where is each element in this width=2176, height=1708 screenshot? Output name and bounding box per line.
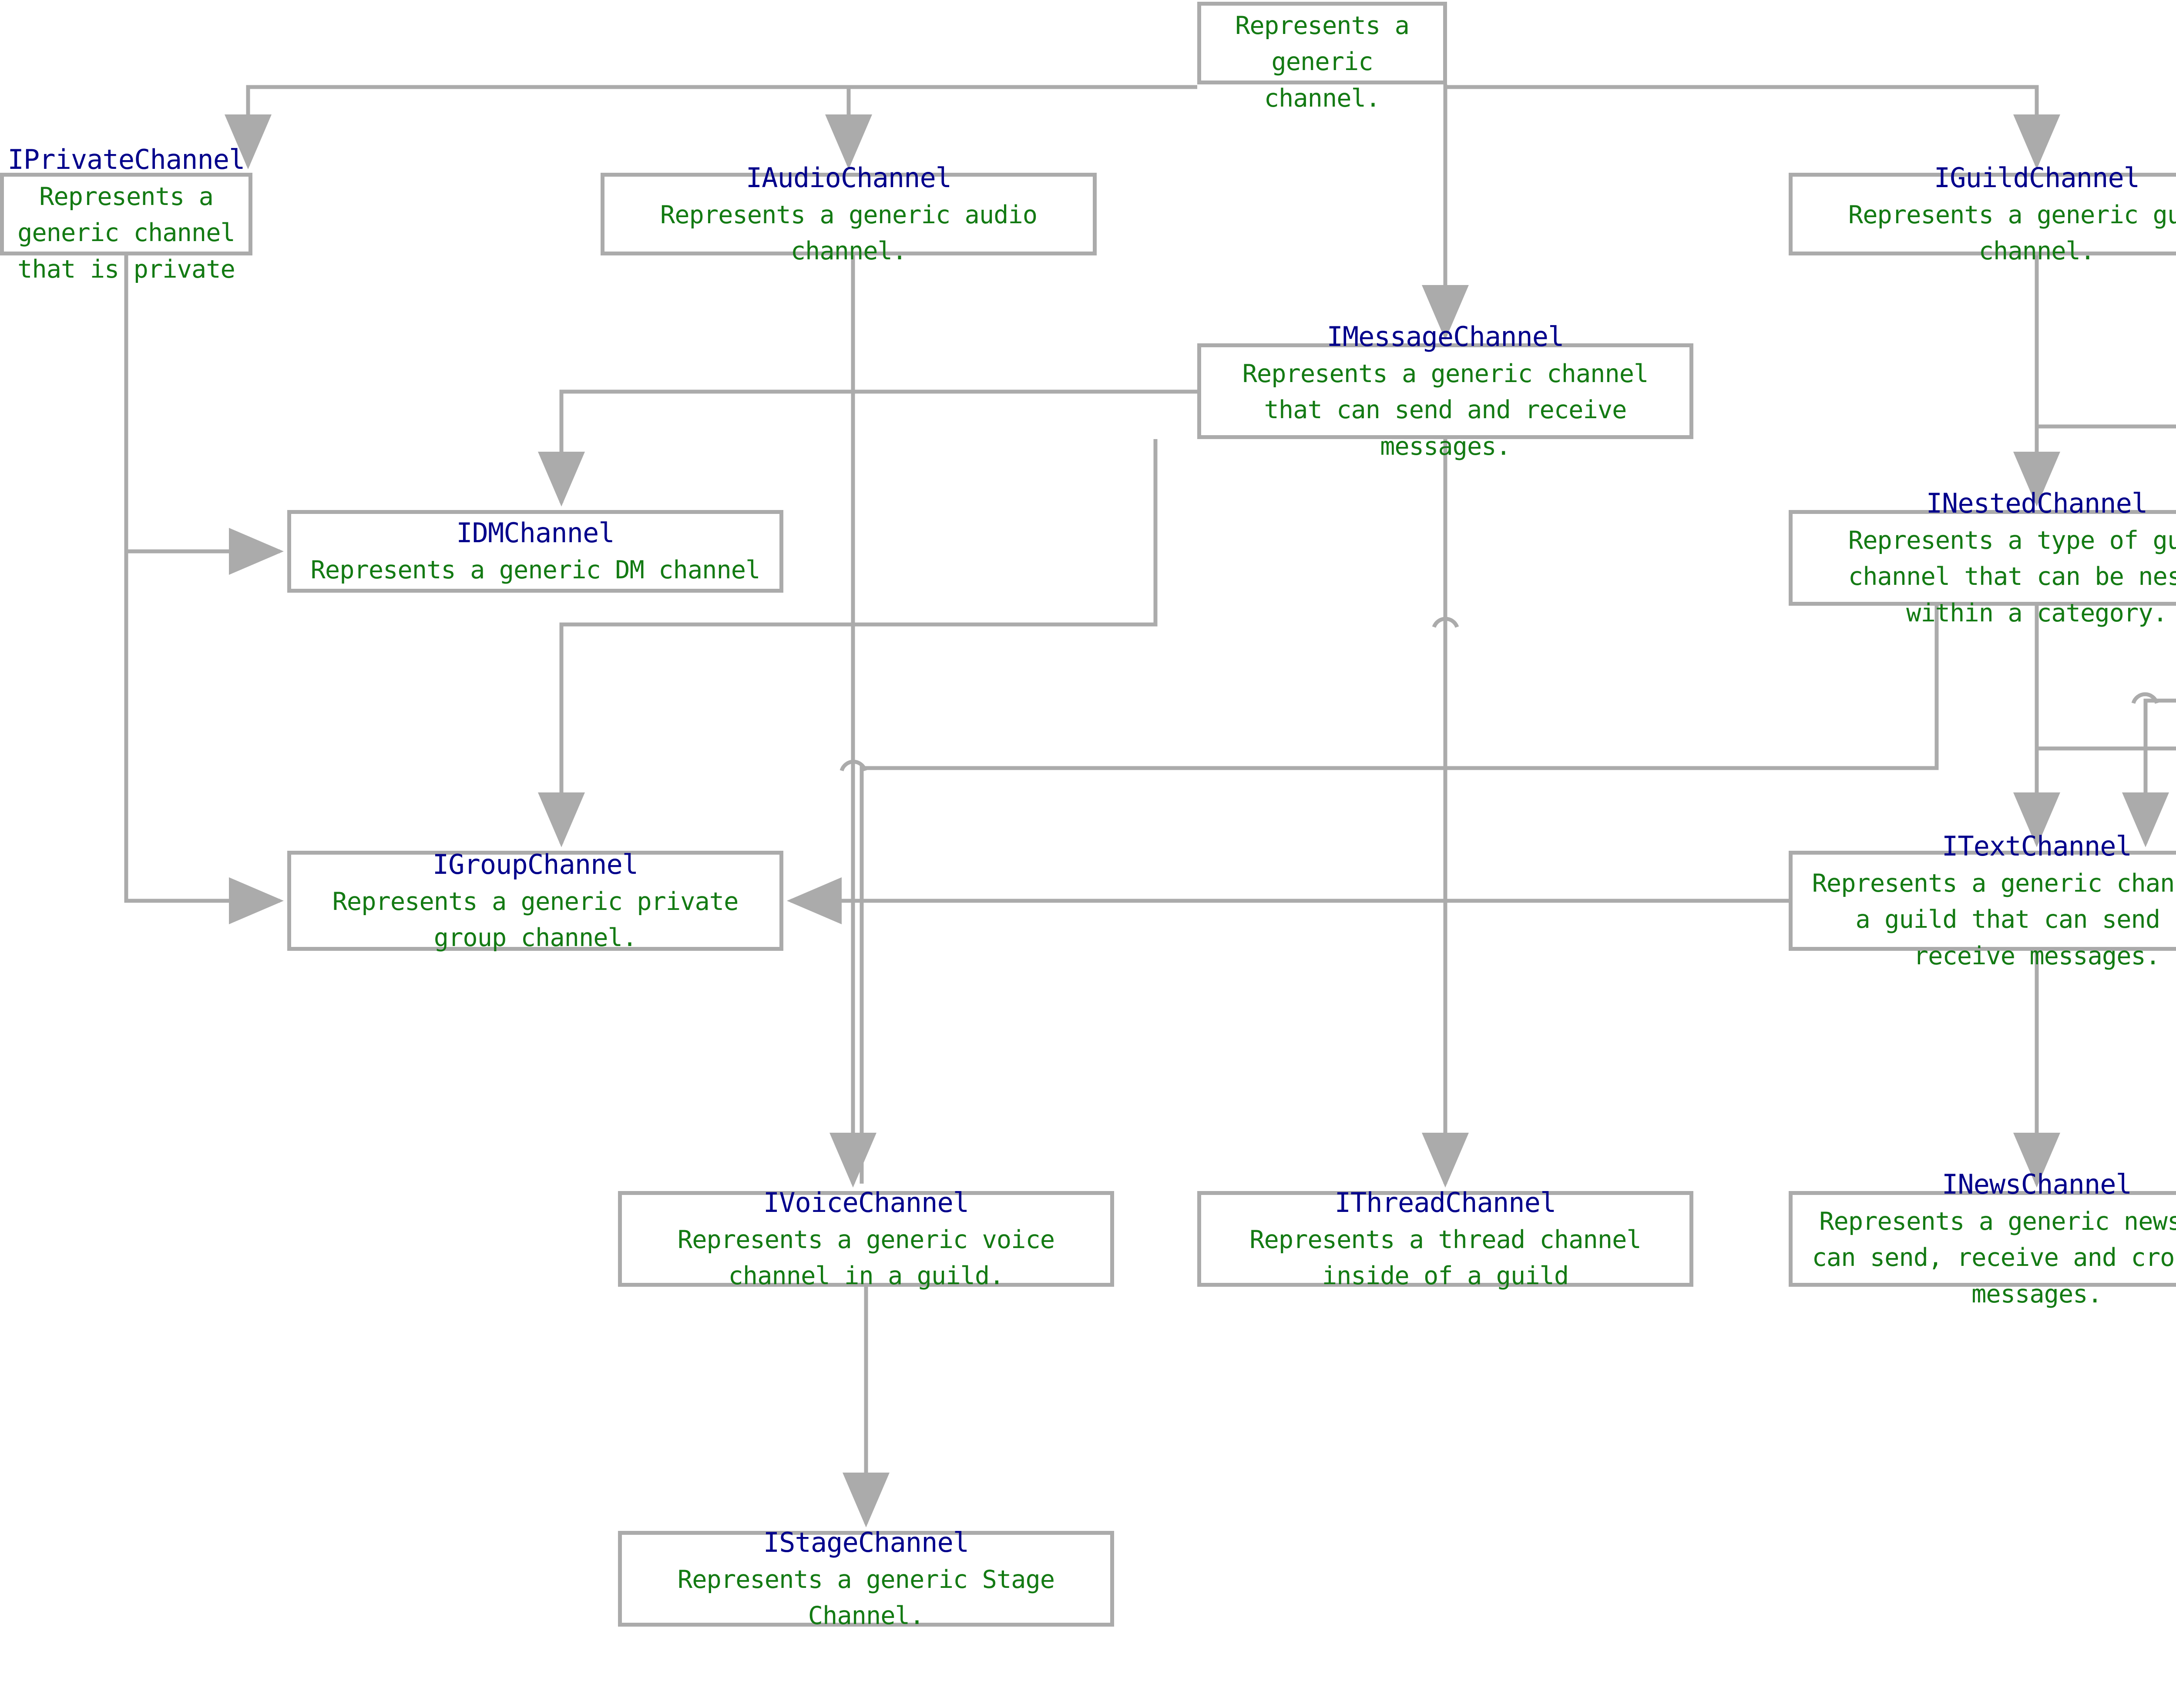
hop-icon-4 <box>840 759 867 772</box>
node-description: Represents a generic news that can send,… <box>1812 1207 2176 1309</box>
node-description: Represents a generic private group chann… <box>332 887 739 953</box>
node-iguildchannel[interactable]: IGuildChannel Represents a generic guild… <box>1789 162 2176 265</box>
node-title: IGroupChannel <box>432 848 638 880</box>
node-description: Represents a type of guild channel that … <box>1848 526 2176 627</box>
edge-iprivatechannel-idmchannel <box>124 255 284 575</box>
edge-paths <box>124 84 2176 1527</box>
node-title: IDMChannel <box>456 517 615 549</box>
node-description: Represents a generic voice channel in a … <box>677 1225 1055 1291</box>
edge-inestedchannel-ivoicechannel <box>860 606 1939 1184</box>
edge-ichannel-iprivatechannel <box>225 85 1197 169</box>
node-title: IStageChannel <box>763 1526 969 1558</box>
edge-iintegrationchannel-itextchannel <box>2122 698 2176 847</box>
node-igroupchannel[interactable]: IGroupChannel Represents a generic priva… <box>287 849 783 952</box>
node-inewschannel[interactable]: INewsChannel Represents a generic news t… <box>1789 1168 2176 1309</box>
node-description: Represents a thread channel inside of a … <box>1249 1225 1642 1291</box>
node-idmchannel[interactable]: IDMChannel Represents a generic DM chann… <box>287 510 783 593</box>
node-ithreadchannel[interactable]: IThreadChannel Represents a thread chann… <box>1197 1187 1693 1290</box>
node-title: IAudioChannel <box>745 161 952 194</box>
node-description: Represents a generic guild channel. <box>1848 200 2176 266</box>
node-iaudiochannel[interactable]: IAudioChannel Represents a generic audio… <box>601 162 1097 265</box>
edge-iprivatechannel-igroupchannel <box>124 551 284 924</box>
node-description: Represents a generic Stage Channel. <box>677 1565 1055 1631</box>
node-iprivatechannel[interactable]: IPrivateChannel Represents a generic cha… <box>0 144 252 284</box>
edge-ichannel-iguildchannel <box>1447 85 2060 169</box>
node-title: INewsChannel <box>1942 1168 2132 1201</box>
node-istagechannel[interactable]: IStageChannel Represents a generic Stage… <box>618 1527 1114 1630</box>
hop-icon-2 <box>1432 617 1459 628</box>
node-title: IVoiceChannel <box>763 1186 969 1218</box>
node-description: Represents a generic channel that can se… <box>1242 359 1649 461</box>
node-title: IMessageChannel <box>1326 321 1565 353</box>
node-imessagechannel[interactable]: IMessageChannel Represents a generic cha… <box>1197 321 1693 461</box>
node-description: Represents a generic channel in a guild … <box>1812 869 2176 970</box>
node-inestedchannel[interactable]: INestedChannel Represents a type of guil… <box>1789 487 2176 627</box>
edge-imessagechannel-igroupchannel <box>538 439 1158 847</box>
node-itextchannel[interactable]: ITextChannel Represents a generic channe… <box>1789 830 2176 970</box>
node-description: Represents a generic audio channel. <box>660 200 1038 266</box>
node-title: IGuildChannel <box>1934 161 2140 194</box>
node-description: Represents a generic channel that is pri… <box>17 182 235 284</box>
node-description: Represents a generic DM channel <box>310 556 761 585</box>
node-title: IThreadChannel <box>1334 1186 1557 1218</box>
node-title: IChannel <box>1259 0 1386 8</box>
hop-icon-3 <box>2131 692 2159 704</box>
node-title: ITextChannel <box>1942 830 2132 862</box>
node-description: Represents a generic channel. <box>1235 11 1410 113</box>
node-ichannel[interactable]: IChannel Represents a generic channel. <box>1197 0 1447 113</box>
node-title: INestedChannel <box>1926 487 2148 520</box>
node-title: IPrivateChannel <box>7 144 245 176</box>
edge-imessagechannel-idmchannel <box>538 389 1197 507</box>
node-ivoicechannel[interactable]: IVoiceChannel Represents a generic voice… <box>618 1187 1114 1290</box>
